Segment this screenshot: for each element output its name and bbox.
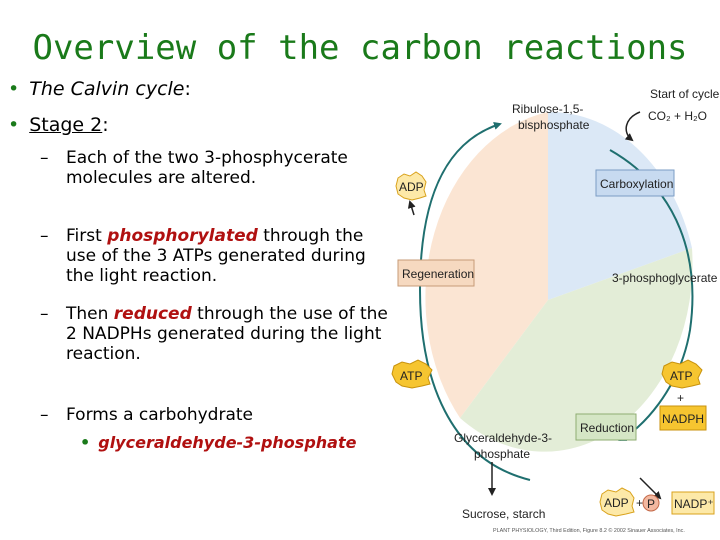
regeneration-wedge [425, 112, 548, 418]
adp-bottom-burst [599, 487, 635, 517]
phosphate-label: P [647, 497, 655, 511]
sub-item-g3p: •glyceraldehyde-3-phosphate [80, 433, 357, 452]
co2-h2o-label: CO₂ + H₂O [648, 109, 707, 123]
nadp-output-arrow [639, 477, 662, 500]
co2-input-arrow [624, 111, 641, 142]
nadph-label: NADPH [662, 412, 704, 426]
bullet-dot: • [8, 78, 20, 100]
plus-right: + [677, 391, 684, 405]
reduction-wedge [460, 248, 693, 452]
start-of-cycle-label: Start of cycle [650, 87, 720, 101]
adp-top-label: ADP [399, 180, 424, 194]
reduction-box [575, 413, 637, 441]
carboxylation-label: Carboxylation [600, 177, 673, 191]
adp-top-burst [395, 171, 427, 201]
ribulose-label-1: Ribulose-1,5- [512, 102, 583, 116]
page-title: Overview of the carbon reactions [32, 28, 688, 68]
plus-bottom: + [636, 496, 643, 510]
nadp-box [671, 491, 715, 515]
g3p-label-2: phosphate [474, 447, 530, 461]
sucrose-label: Sucrose, starch [462, 507, 545, 521]
regeneration-label: Regeneration [402, 267, 474, 281]
adp-output-arrow [407, 200, 416, 216]
reduced-term: reduced [113, 304, 192, 324]
reduction-label: Reduction [580, 421, 634, 435]
figure-credit: PLANT PHYSIOLOGY, Third Edition, Figure … [493, 527, 685, 534]
regeneration-box [397, 259, 475, 287]
atp-left-label: ATP [400, 369, 422, 383]
bullet-calvin-cycle: •The Calvin cycle: [8, 78, 191, 100]
g3p-label-1: Glyceraldehyde-3- [454, 431, 552, 445]
cycle-arc-left [418, 122, 531, 481]
phosphorylated-term: phosphorylated [107, 226, 258, 246]
atp-right-burst [661, 359, 703, 389]
carboxylation-box [595, 169, 675, 197]
nadph-box [659, 405, 707, 431]
atp-left-burst [391, 359, 433, 389]
nadp-label: NADP⁺ [674, 497, 714, 511]
atp-right-label: ATP [670, 369, 692, 383]
carboxylation-wedge [548, 111, 692, 300]
adp-bottom-label: ADP [604, 496, 629, 510]
phosphoglycerate-label: 3-phosphoglycerate [612, 271, 718, 285]
bullet-stage-2: •Stage 2: [8, 114, 109, 136]
calvin-cycle-label: The Calvin cycle [29, 78, 185, 100]
phosphate-circle [642, 494, 660, 512]
stage-2-label: Stage 2 [29, 114, 103, 136]
bullet-dot: • [8, 114, 20, 136]
ribulose-label-2: bisphosphate [518, 118, 590, 132]
